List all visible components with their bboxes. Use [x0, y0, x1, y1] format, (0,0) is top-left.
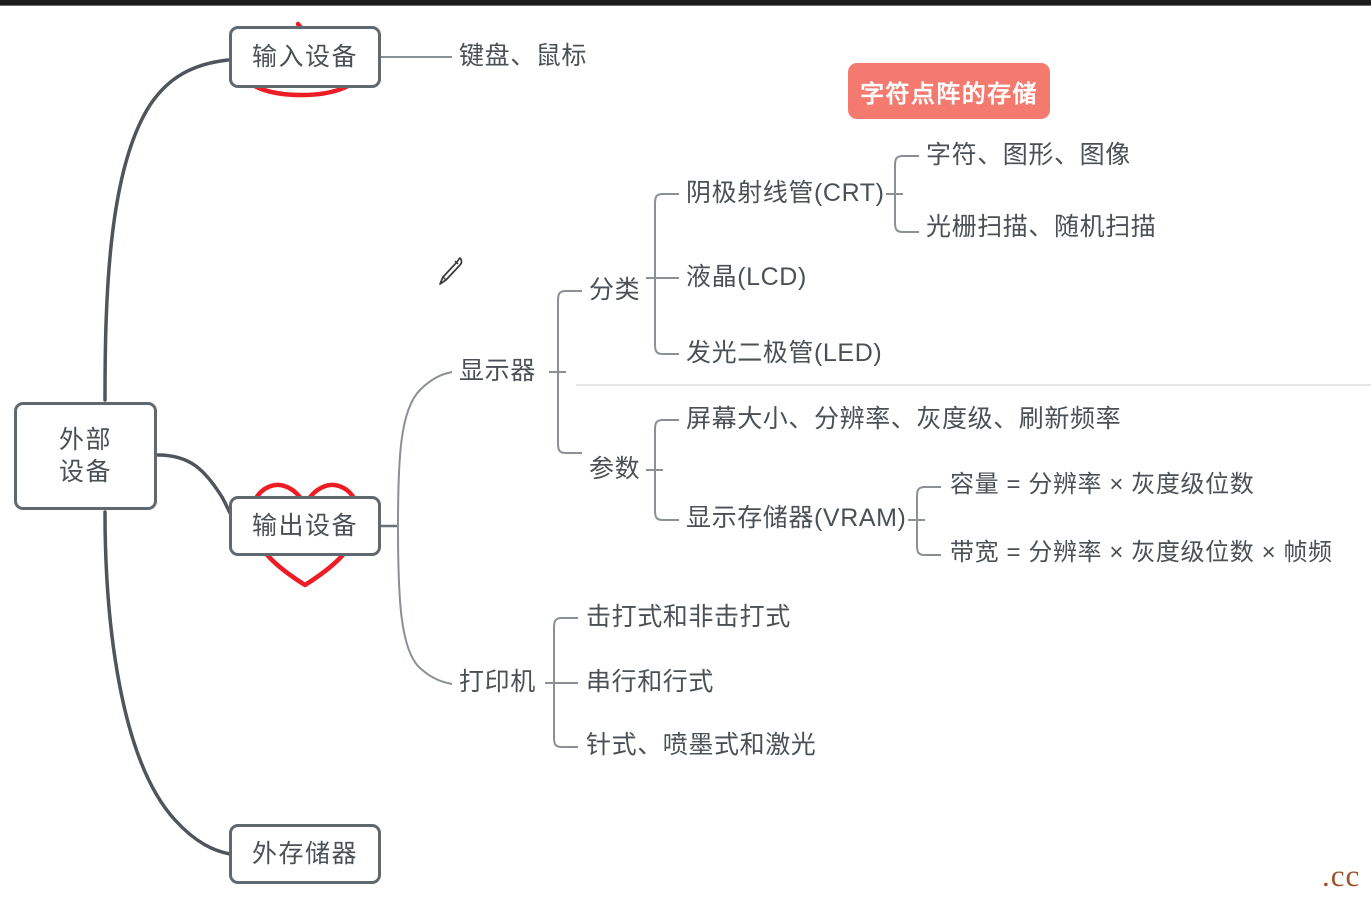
bracket-printer-children — [553, 617, 563, 748]
watermark: .cc — [1322, 858, 1361, 893]
leaf-vram-capacity-formula[interactable]: 容量 = 分辨率 × 灰度级位数 — [950, 471, 1255, 498]
leaf-printer[interactable]: 打印机 — [459, 668, 536, 696]
topic-badge-character-dot-matrix-storage[interactable]: 字符点阵的存储 — [848, 63, 1050, 119]
topic-badge-label: 字符点阵的存储 — [860, 80, 1038, 108]
leaf-crt-child-characters-graphics-images[interactable]: 字符、图形、图像 — [926, 141, 1131, 169]
root-node-external-device[interactable]: 外部 设备 — [14, 402, 157, 510]
leaf-keyboard-mouse[interactable]: 键盘、鼠标 — [459, 42, 588, 70]
leaf-screen-parameters[interactable]: 屏幕大小、分辨率、灰度级、刷新频率 — [686, 405, 1122, 433]
leaf-printer-impact-type[interactable]: 击打式和非击打式 — [586, 603, 791, 631]
bracket-param-items — [654, 419, 664, 521]
bracket-display-groups — [557, 290, 567, 454]
edge-output-to-display — [397, 371, 453, 527]
leaf-lcd[interactable]: 液晶(LCD) — [686, 263, 807, 291]
leaf-display-params[interactable]: 参数 — [589, 455, 641, 483]
top-window-band — [0, 0, 1371, 6]
node-external-storage[interactable]: 外存储器 — [229, 824, 381, 884]
leaf-vram-bandwidth-formula[interactable]: 带宽 = 分辨率 × 灰度级位数 × 帧频 — [950, 539, 1333, 566]
leaf-display[interactable]: 显示器 — [459, 357, 536, 385]
leaf-vram[interactable]: 显示存储器(VRAM) — [686, 504, 907, 532]
bracket-crt-children — [894, 155, 904, 233]
root-node-label: 外部 设备 — [58, 426, 112, 486]
node-input-device[interactable]: 输入设备 — [229, 26, 381, 88]
node-external-storage-label: 外存储器 — [251, 840, 358, 868]
leaf-led[interactable]: 发光二极管(LED) — [686, 339, 883, 367]
edge-root-to-output — [156, 453, 238, 527]
leaf-printer-dot-inkjet-laser[interactable]: 针式、喷墨式和激光 — [586, 731, 817, 759]
leaf-display-category[interactable]: 分类 — [589, 276, 641, 304]
edge-root-to-storage — [103, 510, 232, 856]
node-output-device-label: 输出设备 — [251, 512, 358, 540]
leaf-printer-serial-line-type[interactable]: 串行和行式 — [586, 668, 715, 696]
edge-root-to-input — [103, 58, 230, 402]
node-input-device-label: 输入设备 — [251, 43, 358, 71]
bracket-category-items — [654, 193, 664, 355]
pencil-cursor-icon — [439, 257, 463, 285]
bracket-vram-children — [916, 486, 926, 556]
leaf-crt[interactable]: 阴极射线管(CRT) — [686, 179, 885, 207]
node-output-device[interactable]: 输出设备 — [229, 496, 381, 556]
leaf-crt-child-raster-random-scan[interactable]: 光栅扫描、随机扫描 — [926, 213, 1157, 241]
edge-output-to-printer — [397, 525, 453, 685]
